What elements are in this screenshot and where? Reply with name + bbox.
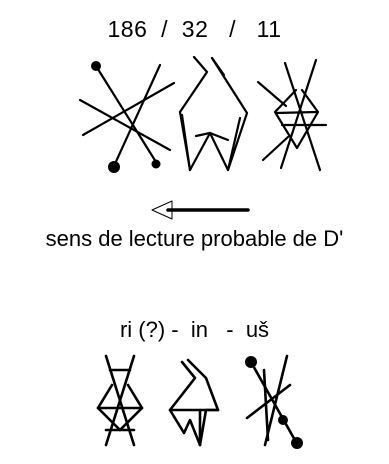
sign-crossed-diamond-bottom [98,356,142,445]
sign-x-with-dots-top [80,61,174,173]
reading-direction-arrow [152,201,248,219]
sign-crossed-diamond-top [258,60,326,170]
sign-arrowhead-bottom [170,360,218,445]
sign-x-with-dots-bottom [245,356,303,449]
sign-arrowhead-top [180,57,247,170]
transliteration-label: ri (?) - in - uš [0,317,389,343]
reading-direction-caption: sens de lecture probable de D' [0,226,389,252]
